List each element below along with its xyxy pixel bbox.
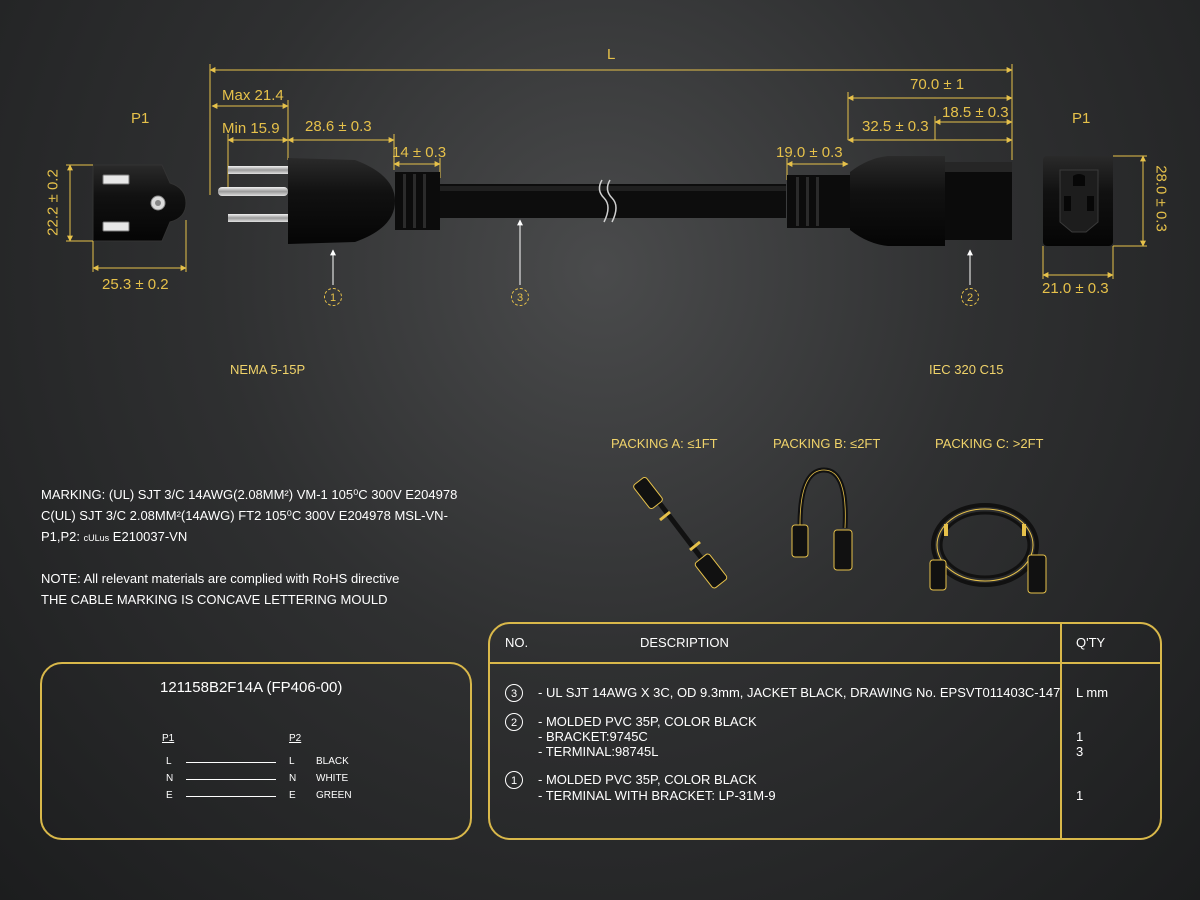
wire-row-2-line <box>186 779 276 780</box>
callout-1: 1 <box>324 288 342 306</box>
wire-row-2-p2: N <box>289 773 297 784</box>
bom-item-2-qty-2: 3 <box>1076 744 1084 759</box>
dim-conn-width-label: 21.0 ± 0.3 <box>1042 280 1109 297</box>
bom-item-3-line-1: - UL SJT 14AWG X 3C, OD 9.3mm, JACKET BL… <box>538 685 1061 700</box>
dim-min-label: Min 15.9 <box>222 120 280 137</box>
dim-conn-total-label: 70.0 ± 1 <box>910 76 965 93</box>
connector-face-view <box>1042 155 1147 279</box>
bom-column-divider <box>1060 624 1062 838</box>
bom-item-1-line-1: - MOLDED PVC 35P, COLOR BLACK <box>538 772 757 787</box>
dim-conn-height-label: 28.0 ± 0.3 <box>1152 165 1170 232</box>
bom-table <box>488 622 1162 840</box>
dim-L-label: L <box>607 46 616 63</box>
bom-item-1-qty: 1 <box>1076 788 1084 803</box>
packing-b-label: PACKING B: ≤2FT <box>773 436 881 451</box>
ul-logo-icon: cULus <box>83 533 110 543</box>
bom-header-no: NO. <box>505 635 529 650</box>
bom-item-1-line-2: - TERMINAL WITH BRACKET: LP-31M-9 <box>538 788 776 803</box>
marking-line-3-suffix: E210037-VN <box>112 529 188 544</box>
marking-line-3-prefix: P1,P2: <box>41 529 81 544</box>
bom-item-2-line-3: - TERMINAL:98745L <box>538 744 659 759</box>
connector-type-label: IEC 320 C15 <box>929 362 1004 377</box>
callout-2: 2 <box>961 288 979 306</box>
dim-conn-strain-label: 19.0 ± 0.3 <box>776 144 843 161</box>
bom-item-1-no: 1 <box>505 771 523 789</box>
wire-row-2-p1: N <box>166 773 174 784</box>
marking-line-3: P1,P2: cULus E210037-VN <box>41 526 187 549</box>
plug-face-view <box>66 164 187 272</box>
wire-row-3-p1: E <box>166 790 173 801</box>
dim-plug-height-label: 22.2 ± 0.2 <box>44 169 62 236</box>
marking-line-2: C(UL) SJT 3/C 2.08MM²(14AWG) FT2 105⁰C 3… <box>41 508 448 523</box>
dim-plug-lines <box>211 100 441 190</box>
dim-conn-front-label: 18.5 ± 0.3 <box>942 104 1009 121</box>
wire-row-1-line <box>186 762 276 763</box>
bom-item-2-line-1: - MOLDED PVC 35P, COLOR BLACK <box>538 714 757 729</box>
dim-plug-width-label: 25.3 ± 0.2 <box>102 276 169 293</box>
dim-plug-strain-label: 14 ± 0.3 <box>392 144 447 161</box>
p1-left-label: P1 <box>131 110 150 127</box>
wire-row-3-color: GREEN <box>316 790 352 801</box>
bom-item-3-no: 3 <box>505 684 523 702</box>
bom-header-qty: Q'TY <box>1076 635 1106 650</box>
cable <box>440 179 786 223</box>
wiring-box <box>40 662 472 840</box>
packing-c-label: PACKING C: >2FT <box>935 436 1044 451</box>
wiring-p2-header: P2 <box>289 733 302 744</box>
dim-overall-length <box>209 64 1013 195</box>
part-number: 121158B2F14A (FP406-00) <box>160 679 343 696</box>
bom-item-2-qty-1: 1 <box>1076 729 1084 744</box>
note-rohs: NOTE: All relevant materials are complie… <box>41 571 400 586</box>
dim-conn-body-label: 32.5 ± 0.3 <box>862 118 929 135</box>
wire-row-3-line <box>186 796 276 797</box>
marking-line-1: MARKING: (UL) SJT 3/C 14AWG(2.08MM²) VM-… <box>41 487 458 502</box>
wire-row-1-color: BLACK <box>316 756 349 767</box>
plug-side-view <box>218 158 440 244</box>
dim-plug-body-label: 28.6 ± 0.3 <box>305 118 372 135</box>
callout-arrows <box>330 219 973 285</box>
dim-max-label: Max 21.4 <box>222 87 284 104</box>
wiring-p1-header: P1 <box>162 733 175 744</box>
wire-row-2-color: WHITE <box>316 773 349 784</box>
bom-header-desc: DESCRIPTION <box>640 635 729 650</box>
wire-row-1-p2: L <box>289 756 295 767</box>
packing-a-icon <box>633 476 728 589</box>
bom-item-3-qty: L mm <box>1076 685 1109 700</box>
connector-side-view <box>787 156 1012 246</box>
packing-c-icon <box>929 503 1047 594</box>
bom-item-2-no: 2 <box>505 713 523 731</box>
p1-right-label: P1 <box>1072 110 1091 127</box>
note-lettering: THE CABLE MARKING IS CONCAVE LETTERING M… <box>41 592 388 607</box>
callout-3: 3 <box>511 288 529 306</box>
bom-item-2-line-2: - BRACKET:9745C <box>538 729 648 744</box>
dim-connector-lines <box>786 92 1013 180</box>
plug-type-label: NEMA 5-15P <box>230 362 306 377</box>
packing-a-label: PACKING A: ≤1FT <box>611 436 718 451</box>
bom-header-divider <box>490 662 1160 664</box>
wire-row-3-p2: E <box>289 790 296 801</box>
wire-row-1-p1: L <box>166 756 172 767</box>
packing-b-icon <box>791 467 853 571</box>
